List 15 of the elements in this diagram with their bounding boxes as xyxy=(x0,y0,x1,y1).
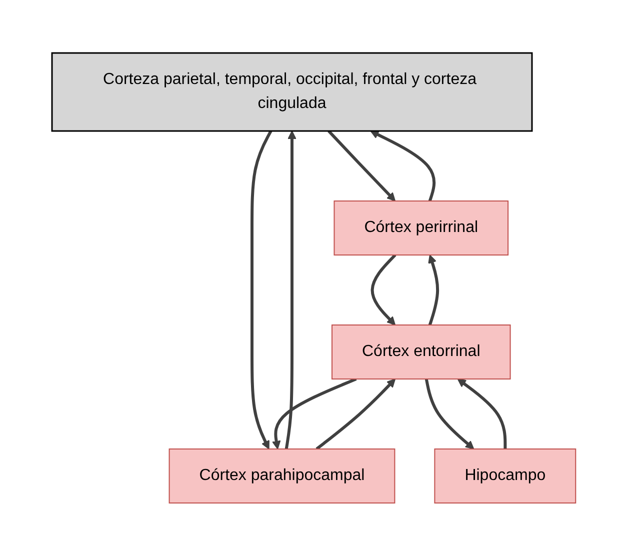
arrow xyxy=(370,130,436,201)
node-box: Córtex perirrinal xyxy=(333,200,508,255)
arrow xyxy=(284,130,296,449)
node-box: Córtex entorrinal xyxy=(331,324,510,379)
node-box: Hipocampo xyxy=(434,448,576,503)
arrow xyxy=(424,378,474,449)
node-box: Corteza parietal, temporal, occipital, frontal y corteza cingulada xyxy=(50,52,532,132)
arrow xyxy=(457,378,506,448)
arrow xyxy=(315,378,396,450)
node-box: Córtex parahipocampal xyxy=(168,448,395,503)
arrow xyxy=(370,253,396,325)
arrow xyxy=(250,130,272,449)
arrow xyxy=(428,254,439,325)
arrow xyxy=(272,377,356,449)
arrow xyxy=(327,129,396,201)
